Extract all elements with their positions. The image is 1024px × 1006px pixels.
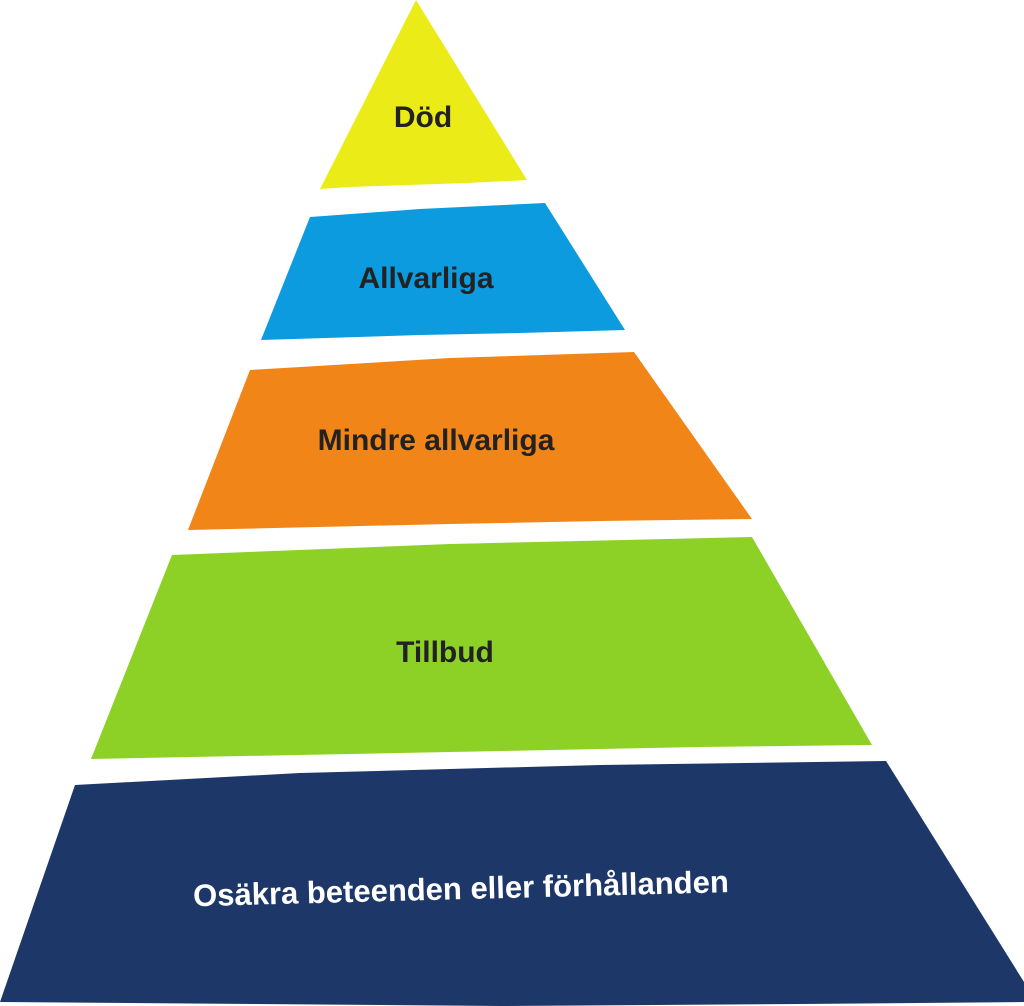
pyramid-tier-allvarliga: Allvarliga	[261, 203, 625, 340]
tier-label-allvarliga: Allvarliga	[358, 262, 493, 295]
pyramid-tier-mindre-allvarliga: Mindre allvarliga	[188, 352, 752, 530]
tier-shape-osakra	[0, 761, 1024, 1006]
pyramid-tier-osakra: Osäkra beteenden eller förhållanden	[0, 761, 1024, 1006]
pyramid-tier-tillbud: Tillbud	[91, 537, 872, 759]
tier-shape-mindre-allvarliga	[188, 352, 752, 530]
tier-shape-allvarliga	[261, 203, 625, 340]
tier-label-mindre-allvarliga: Mindre allvarliga	[318, 424, 555, 457]
pyramid-tier-dod: Död	[320, 0, 527, 189]
tier-shape-tillbud	[91, 537, 872, 759]
tier-label-dod: Död	[394, 101, 452, 134]
tier-label-tillbud: Tillbud	[396, 636, 494, 669]
tier-shape-dod	[320, 0, 527, 189]
